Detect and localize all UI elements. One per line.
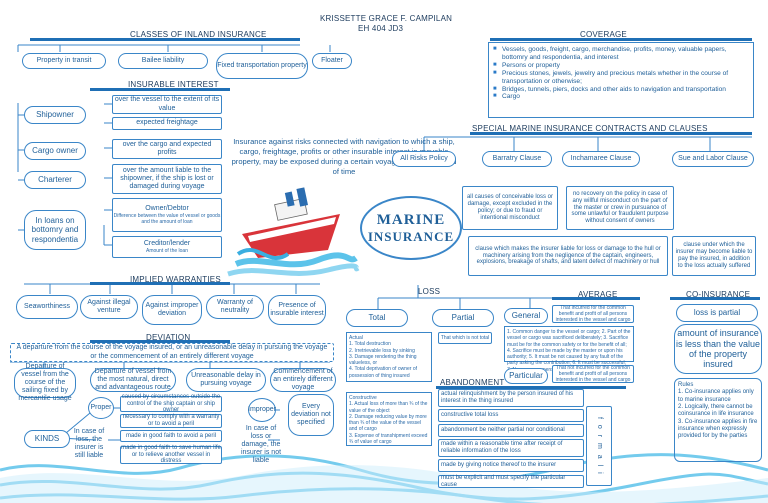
creditor-label: Creditor/lender [143, 239, 191, 247]
abandonment-side-label: f o r m a l i [586, 406, 612, 486]
implied-heading: IMPLIED WARRANTIES [130, 275, 221, 284]
title-marine: MARINE [376, 211, 446, 228]
coverage-item: Bridges, tunnels, piers, docks and other… [493, 86, 749, 94]
loss-total: Total [346, 309, 408, 327]
coinsurance-amount: amount of insurance is less than the val… [674, 324, 762, 374]
special-heading-bar [470, 132, 752, 135]
coverage-item: Precious stones, jewels, jewelry and pre… [493, 70, 749, 86]
deviation-improper: Improper [248, 398, 276, 422]
abandonment-item-not-partial: abandonment be neither partial nor condi… [438, 424, 584, 437]
coinsurance-rules: Rules 1. Co-insurance applies only to ma… [674, 378, 762, 462]
abandonment-item-explicit: must be explicit and must specify the pa… [438, 475, 584, 488]
coverage-heading: COVERAGE [580, 30, 627, 39]
inland-bailee-liability: Bailee liability [118, 53, 208, 69]
loans-label: In loans on bottomry and respondentia [24, 210, 86, 250]
coverage-item: Cargo [493, 93, 749, 101]
deviation-heading: DEVIATION [146, 333, 191, 342]
loss-total-actual-note: Actual 1. Total destruction 2. Irretriev… [346, 332, 432, 382]
loss-constructive-note: Constructive 1. Actual loss of more than… [346, 392, 432, 446]
ship-illustration [227, 187, 360, 277]
average-bar [552, 297, 640, 300]
clause-all-risks: All Risks Policy [392, 151, 456, 167]
course-code: EH 404 JD3 [358, 24, 404, 33]
author-name: KRISSETTE GRACE F. CAMPILAN [320, 14, 453, 23]
title-insurance: INSURANCE [367, 228, 455, 244]
marine-insurance-title: MARINE INSURANCE [360, 196, 462, 260]
shipowner-label: Shipowner [24, 106, 86, 124]
deviation-definition: A departure from the course of the voyag… [10, 343, 334, 362]
special-heading: SPECIAL MARINE INSURANCE CONTRACTS AND C… [472, 124, 708, 133]
deviation-bar [90, 340, 230, 343]
coverage-item: Persons or property [493, 62, 749, 70]
average-particular-note: That not incurred for the common benefit… [552, 365, 634, 383]
insurable-interest-bar [90, 88, 230, 91]
deviation-type-delay: Unreasonable delay in pursuing voyage [186, 368, 266, 392]
charterer-label: Charterer [24, 171, 86, 189]
warranty-seaworthiness: Seaworthiness [16, 295, 78, 319]
inland-floater: Floater [312, 53, 352, 69]
coverage-heading-bar [490, 38, 752, 41]
cargo-owner-label: Cargo owner [24, 142, 86, 160]
shipowner-freight: expected freightage [112, 117, 222, 130]
deviation-kinds: KINDS [24, 430, 70, 448]
proper-note: In case of loss, the insurer is still li… [73, 427, 105, 460]
owner-debtor-note: Difference between the value of vessel o… [113, 212, 221, 226]
barratry-desc: no recovery on the policy in case of any… [566, 186, 674, 230]
charterer-item: over the amount liable to the shipowner,… [112, 164, 222, 194]
abandonment-item-reasonable-time: made within a reasonable time after rece… [438, 439, 584, 457]
loss-partial-note: That which is not total [438, 332, 492, 344]
abandonment-item-constructive: constructive total loss [438, 409, 584, 422]
warranty-insurable-interest: Presence of insurable interest [268, 295, 326, 325]
clause-barratry: Barratry Clause [482, 151, 552, 167]
improper-note: In case of loss or damage, the insurer i… [240, 424, 282, 465]
clause-inchamaree: Inchamaree Clause [562, 151, 640, 167]
inland-fixed-transport: Fixed transportation property [216, 53, 308, 79]
insurable-interest-heading: INSURABLE INTEREST [128, 80, 219, 89]
deviation-proper: Proper [88, 397, 114, 419]
inland-heading-bar [30, 38, 300, 41]
coinsurance-heading: CO-INSURANCE [686, 290, 751, 299]
deviation-type-different: Commencement of an entirely different vo… [270, 368, 336, 392]
proper-item-save-life: made in good faith to save human life or… [120, 444, 222, 465]
abandonment-bar [436, 386, 626, 389]
average-heading: AVERAGE [578, 290, 618, 299]
loss-heading: LOSS [418, 287, 441, 296]
warranty-improper-deviation: Against improper deviation [142, 295, 202, 325]
inland-heading: CLASSES OF INLAND INSURANCE [130, 30, 267, 39]
shipowner-vessel: over the vessel to the extent of its val… [112, 95, 222, 114]
marine-definition: Insurance against risks connected with n… [231, 137, 457, 176]
proper-item-warranty: necessary to comply with a warranty or t… [120, 414, 222, 428]
coverage-item: Vessels, goods, freight, cargo, merchand… [493, 46, 749, 62]
implied-bar [90, 282, 230, 285]
creditor-note: Amount of the loan [146, 247, 188, 254]
abandonment-item-notice: made by giving notice thereof to the ins… [438, 459, 584, 472]
deviation-type-mercantile: Departure of vessel from the course of t… [14, 363, 76, 402]
abandonment-heading: ABANDONMENT [440, 378, 505, 387]
average-general-list: 1. Common danger to the vessel or cargo;… [504, 326, 634, 373]
loss-partial: Partial [432, 309, 494, 327]
all-risks-desc: all causes of conceivable loss or damage… [462, 186, 558, 230]
warranty-illegal-venture: Against illegal venture [80, 295, 138, 319]
deviation-every: Every deviation not specified [288, 394, 334, 436]
proper-item-circumstances: caused by circumstances outside the cont… [120, 393, 222, 414]
clause-sue-labor: Sue and Labor Clause [672, 151, 754, 167]
deviation-type-route: Departure of vessel from the most natura… [90, 368, 176, 392]
owner-debtor-box: Owner/Debtor Difference between the valu… [112, 198, 222, 232]
sue-labor-desc: clause under which the insurer may becom… [672, 236, 756, 276]
coinsurance-bar [670, 297, 760, 300]
average-general-note: That incurred for the common benefit and… [552, 305, 634, 323]
inland-property-transit: Property in transit [22, 53, 106, 69]
coverage-list: Vessels, goods, freight, cargo, merchand… [488, 42, 754, 118]
average-general: General [504, 308, 548, 324]
inchamaree-desc: clause which makes the insurer liable fo… [468, 236, 668, 276]
coinsurance-loss-partial: loss is partial [676, 304, 758, 322]
owner-debtor-label: Owner/Debtor [145, 204, 189, 212]
cargo-owner-item: over the cargo and expected profits [112, 139, 222, 159]
abandonment-item-relinquishment: actual relinquishment by the person insu… [438, 389, 584, 407]
proper-item-good-faith: made in good faith to avoid a peril [120, 430, 222, 442]
average-particular: Particular [504, 368, 548, 384]
creditor-box: Creditor/lender Amount of the loan [112, 236, 222, 258]
warranty-neutrality: Warranty of neutrality [206, 295, 264, 319]
